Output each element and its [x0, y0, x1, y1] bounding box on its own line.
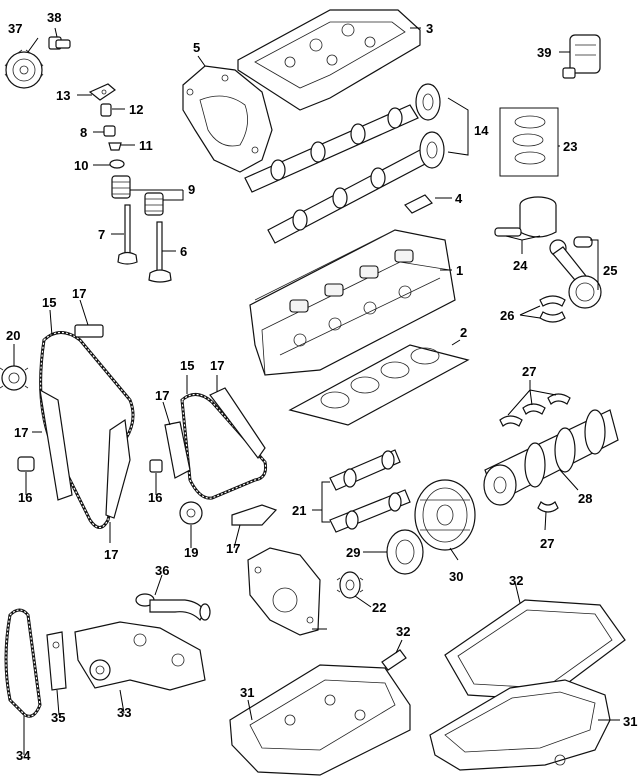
- callout-33: 33: [117, 705, 131, 720]
- callout-38: 38: [47, 10, 61, 25]
- part-3-valve-cover[interactable]: [237, 9, 421, 111]
- part-6-exhaust-valve[interactable]: [148, 221, 172, 283]
- part-27-main-bearings[interactable]: [499, 393, 571, 513]
- callout-22: 22: [372, 600, 386, 615]
- part-38-bolt[interactable]: [48, 36, 71, 50]
- callout-10: 10: [74, 158, 88, 173]
- callout-21: 21: [292, 503, 306, 518]
- part-7-intake-valve[interactable]: [117, 204, 138, 265]
- callout-28: 28: [578, 491, 592, 506]
- callout-30: 30: [449, 569, 463, 584]
- part-28-crankshaft[interactable]: [483, 409, 619, 506]
- part-18-front-cover[interactable]: [247, 547, 321, 636]
- callout-15: 15: [42, 295, 56, 310]
- part-17-chain-guides-left[interactable]: [39, 324, 131, 519]
- part-39-control-module[interactable]: [562, 34, 601, 79]
- callout-39: 39: [537, 45, 551, 60]
- callout-15: 15: [180, 358, 194, 373]
- part-21-balance-shafts[interactable]: [329, 449, 411, 533]
- part-24-piston-and-pin[interactable]: [494, 196, 557, 238]
- part-33-oil-pump[interactable]: [74, 621, 206, 691]
- part-34-oil-pump-chain[interactable]: [4, 608, 42, 718]
- part-32-oil-level-sensor[interactable]: [381, 649, 407, 671]
- callout-25: 25: [603, 263, 617, 278]
- callout-8: 8: [80, 125, 87, 140]
- callout-31: 31: [240, 685, 254, 700]
- callout-27: 27: [522, 364, 536, 379]
- callout-32: 32: [396, 624, 410, 639]
- part-30-crankshaft-pulley[interactable]: [414, 479, 476, 551]
- part-22-gear[interactable]: [336, 571, 364, 599]
- part-37-camshaft-adjuster-sprocket[interactable]: [4, 49, 44, 89]
- callout-19: 19: [184, 545, 198, 560]
- part-2-head-gasket[interactable]: [288, 344, 470, 426]
- part-10-valve-seal[interactable]: [109, 159, 125, 169]
- part-13-rocker-arm[interactable]: [88, 83, 116, 101]
- callout-24: 24: [513, 258, 528, 273]
- callout-37: 37: [8, 21, 22, 36]
- callout-26: 26: [500, 308, 514, 323]
- part-25-connecting-rod[interactable]: [549, 236, 602, 309]
- callout-27: 27: [540, 536, 554, 551]
- part-20-sprocket[interactable]: [0, 365, 29, 391]
- part-4-camshaft-sensor[interactable]: [404, 194, 433, 214]
- callout-17: 17: [14, 425, 28, 440]
- part-19-sprocket[interactable]: [179, 501, 203, 525]
- part-26-rod-bearing[interactable]: [539, 295, 566, 323]
- leader-lines: [13, 27, 620, 755]
- callout-6: 6: [180, 244, 187, 259]
- part-31-lower-oil-pan[interactable]: [429, 679, 611, 771]
- callout-35: 35: [51, 710, 65, 725]
- part-36-oil-pickup-tube[interactable]: [135, 593, 211, 621]
- callout-9: 9: [188, 182, 195, 197]
- callout-2: 2: [460, 325, 467, 340]
- part-16-tensioner-left[interactable]: [17, 456, 35, 472]
- part-8-valve-retainer[interactable]: [103, 125, 116, 137]
- callout-11: 11: [139, 138, 153, 153]
- part-15-timing-chain-secondary[interactable]: [180, 393, 267, 500]
- callout-17: 17: [72, 286, 86, 301]
- callout-4: 4: [455, 191, 463, 206]
- callout-34: 34: [16, 748, 31, 763]
- callout-16: 16: [18, 490, 32, 505]
- callout-36: 36: [155, 563, 169, 578]
- callout-17: 17: [104, 547, 118, 562]
- part-32-oil-pan-gasket[interactable]: [444, 599, 626, 701]
- callout-3: 3: [426, 21, 433, 36]
- callout-31: 31: [623, 714, 637, 729]
- part-31-upper-oil-pan[interactable]: [229, 664, 411, 776]
- callout-17: 17: [210, 358, 224, 373]
- part-9-valve-springs[interactable]: [111, 175, 164, 216]
- callout-16: 16: [148, 490, 162, 505]
- callout-5: 5: [193, 40, 200, 55]
- callout-32: 32: [509, 573, 523, 588]
- part-12-lash-adjuster[interactable]: [100, 103, 112, 117]
- callout-14: 14: [474, 123, 489, 138]
- part-1-cylinder-head[interactable]: [249, 229, 456, 376]
- part-5-timing-cover[interactable]: [182, 65, 273, 173]
- callout-1: 1: [456, 263, 463, 278]
- part-35-chain-tensioner[interactable]: [46, 631, 67, 691]
- callout-23: 23: [563, 139, 577, 154]
- callout-7: 7: [98, 227, 105, 242]
- callout-17: 17: [155, 388, 169, 403]
- callout-13: 13: [56, 88, 70, 103]
- callout-29: 29: [346, 545, 360, 560]
- part-29-front-crank-seal[interactable]: [386, 529, 424, 575]
- callout-12: 12: [129, 102, 143, 117]
- part-17-chain-guides-middle[interactable]: [164, 387, 278, 526]
- part-23-piston-rings[interactable]: [499, 107, 559, 177]
- part-16-tensioner-middle[interactable]: [149, 459, 163, 473]
- part-11-valve-keeper[interactable]: [108, 142, 122, 151]
- callout-17: 17: [226, 541, 240, 556]
- callout-20: 20: [6, 328, 20, 343]
- callout-labels: 37 38 13 12 8 11 10 9 7 6 5 3 39 14 23 4…: [6, 10, 637, 763]
- part-14-camshafts[interactable]: [244, 83, 445, 244]
